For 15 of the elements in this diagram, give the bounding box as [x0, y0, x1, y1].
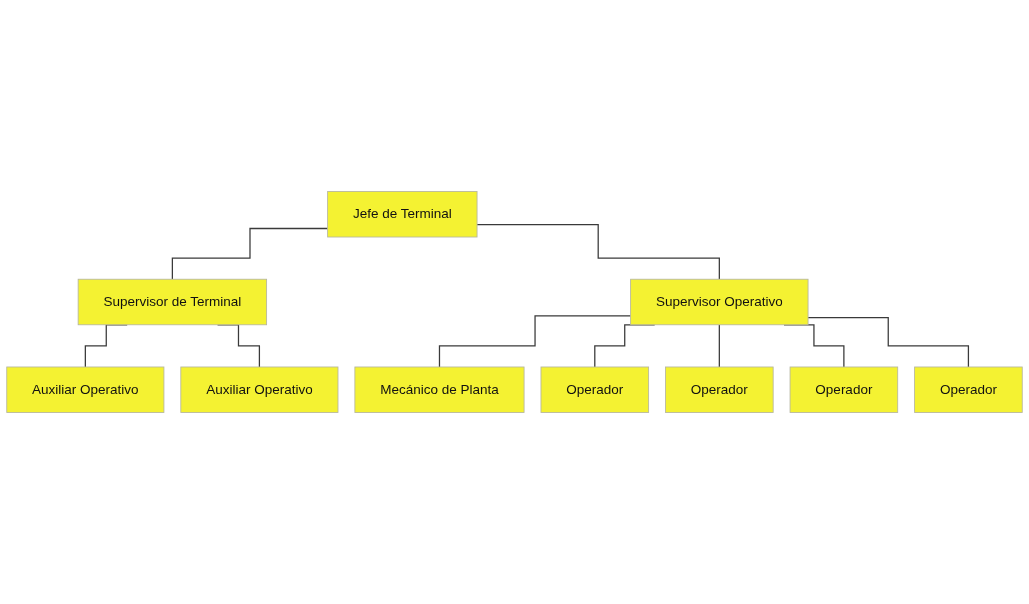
- node-box: Operador: [665, 366, 774, 413]
- connector: [476, 223, 720, 280]
- node-box: Operador: [540, 366, 650, 413]
- connector: [438, 315, 632, 368]
- node-box: Operador: [789, 366, 899, 413]
- connector: [171, 227, 329, 280]
- node-box: Mecánico de Planta: [354, 366, 525, 413]
- node-box: Operador: [914, 366, 1023, 413]
- node-box: Supervisor de Terminal: [77, 278, 268, 326]
- node-box: Supervisor Operativo: [630, 278, 809, 326]
- node-box: Auxiliar Operativo: [180, 366, 339, 413]
- node-box: Auxiliar Operativo: [6, 366, 165, 413]
- node-box: Jefe de Terminal: [327, 191, 478, 238]
- connector: [718, 324, 720, 368]
- connector: [807, 317, 970, 368]
